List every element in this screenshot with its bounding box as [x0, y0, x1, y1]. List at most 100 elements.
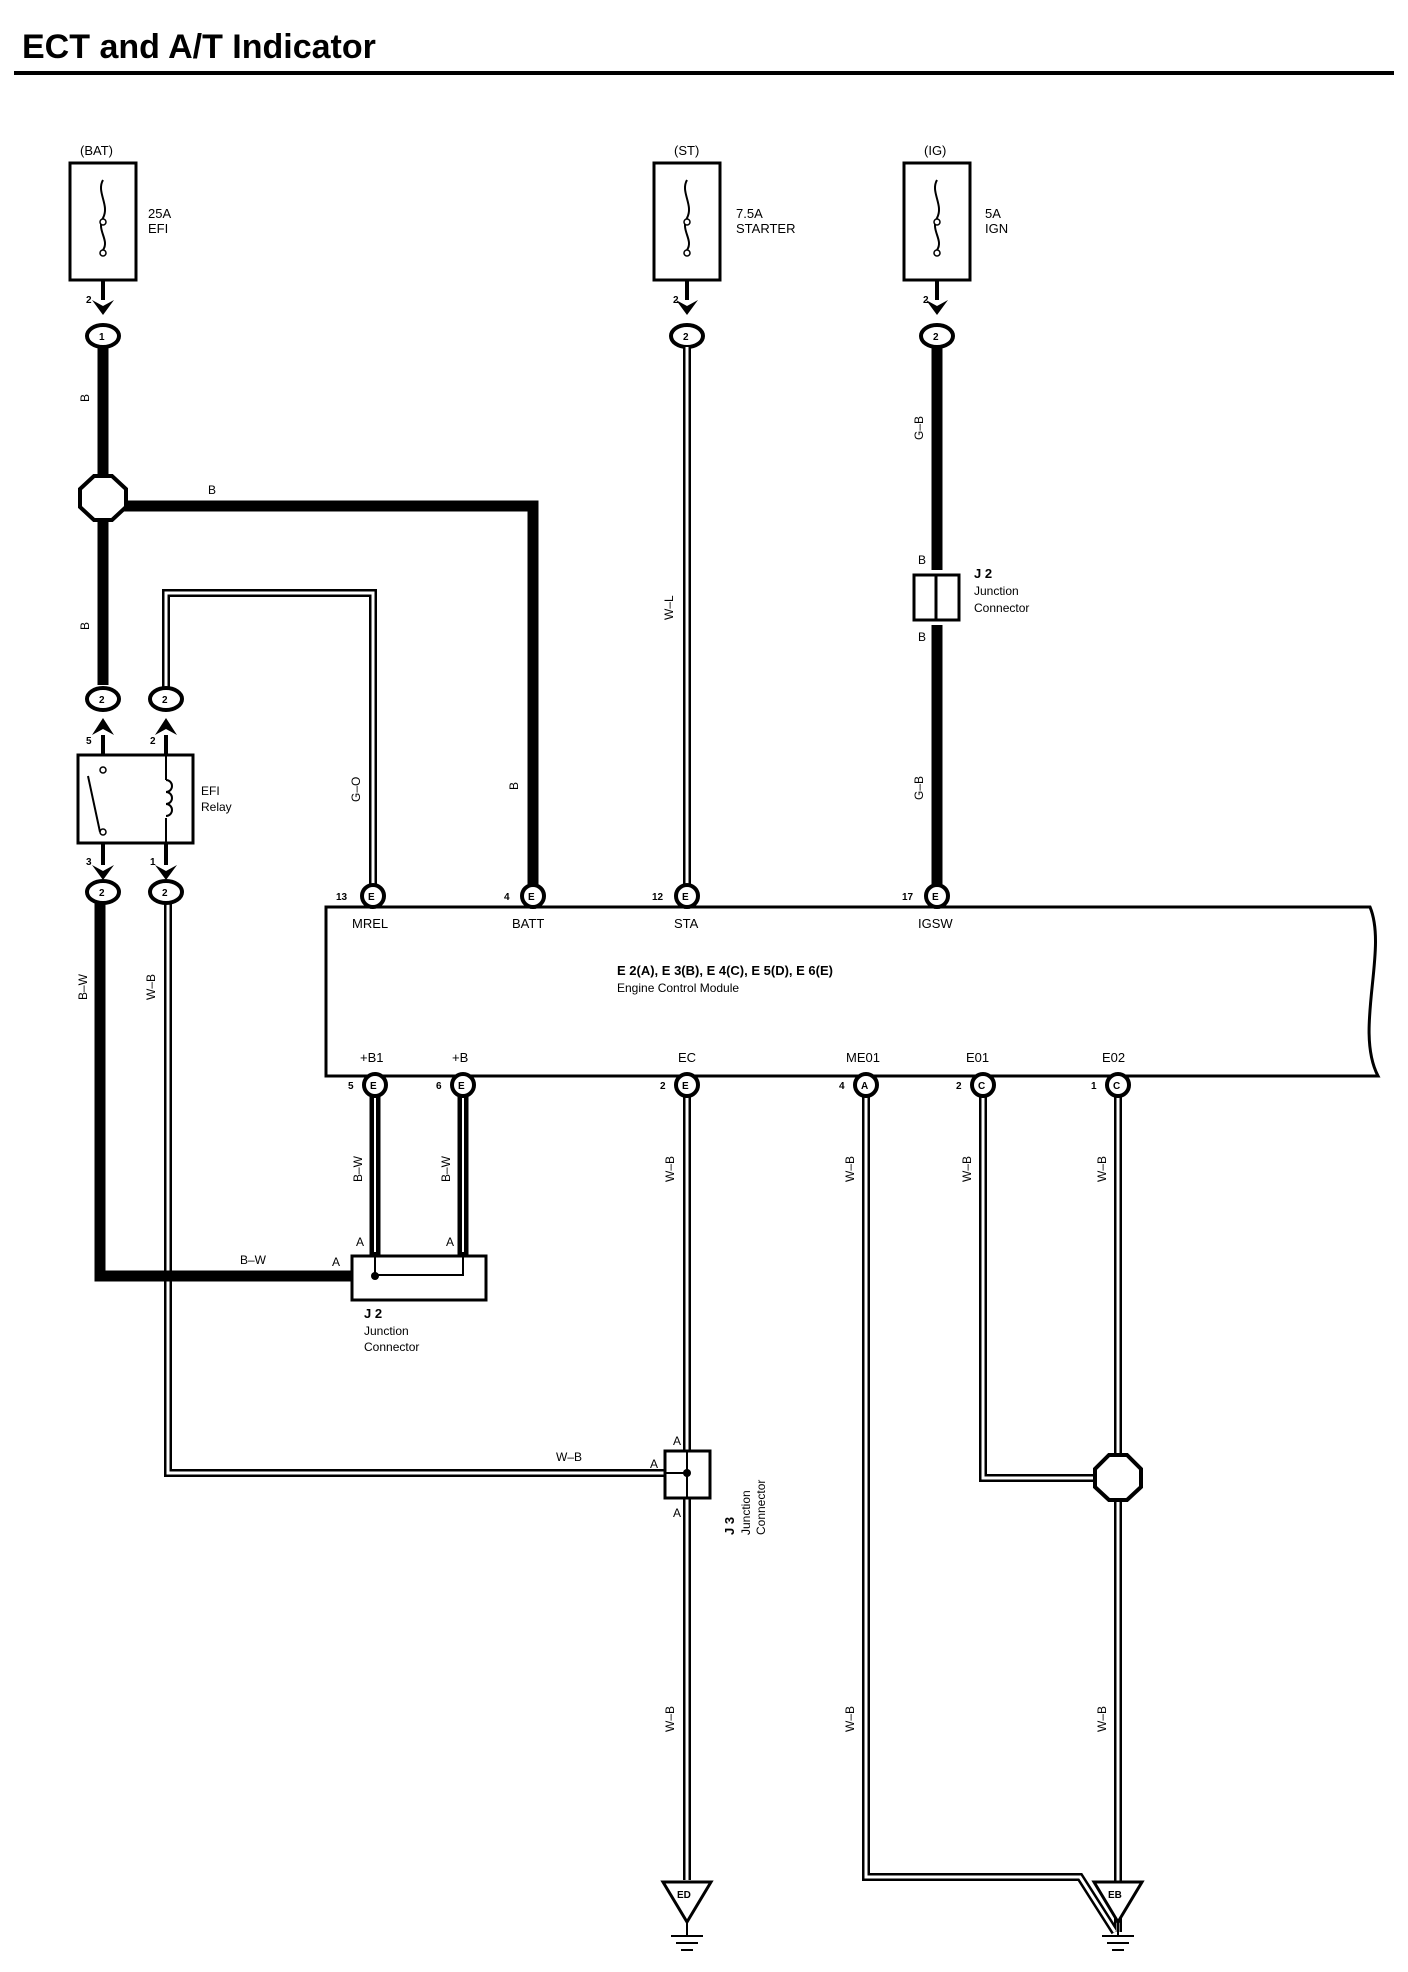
ground-ed: ED [660, 1880, 714, 1951]
relay-pin-in-switch: 5 [86, 736, 92, 747]
wire-label-me01-upper: W–B [843, 1156, 857, 1182]
efi-relay: 2 2 5 2 EFI Relay 3 1 2 2 [76, 686, 232, 905]
ecm-bot-b-num: 6 [436, 1081, 442, 1092]
ecm-bot-me01-label: ME01 [846, 1050, 880, 1065]
j2-ig-pin-top: B [918, 553, 926, 567]
fuse-efi-source: (BAT) [80, 143, 113, 158]
ground-eb-label: EB [1108, 1890, 1122, 1901]
fuse-starter-connector: 2 [683, 332, 689, 343]
relay-conn-in-coil: 2 [162, 695, 168, 706]
ecm-name: Engine Control Module [617, 981, 739, 995]
fuse-connectors: 1 2 2 [85, 323, 955, 349]
fuse-efi: (BAT) 25A EFI [68, 143, 171, 282]
relay-pin-out-switch: 3 [86, 857, 92, 868]
j3-pin-top: A [673, 1434, 681, 1448]
relay-pin-in-coil: 2 [150, 736, 156, 747]
splice-points [78, 474, 1143, 1502]
wire-label-e01: W–B [960, 1156, 974, 1182]
ecm-heading: E 2(A), E 3(B), E 4(C), E 5(D), E 6(E) [617, 963, 833, 978]
fuse-arrows [92, 280, 948, 315]
fuse-starter-pin: 2 [673, 295, 679, 306]
ecm-bot-b1-conn: E [370, 1081, 377, 1092]
j2-low-line1: Junction [364, 1324, 409, 1338]
ecm-top-batt-conn: E [528, 892, 535, 903]
wire-label-plus-b1: B–W [351, 1155, 365, 1182]
ground-ed-label: ED [677, 1890, 691, 1901]
wire-label-me01-lower: W–B [843, 1706, 857, 1732]
junction-j2-low: A A A J 2 Junction Connector [332, 1235, 488, 1354]
wire-layer [94, 347, 1122, 1935]
ecm-bot-b1-num: 5 [348, 1081, 354, 1092]
ecm-bot-e02-num: 1 [1091, 1081, 1097, 1092]
j2-ig-pin-bottom: B [918, 630, 926, 644]
wire-label-sta: W–L [662, 595, 676, 620]
fuse-starter-source: (ST) [674, 143, 699, 158]
relay-conn-in-switch: 2 [99, 695, 105, 706]
relay-conn-out-switch: 2 [99, 888, 105, 899]
wire-label-relay-3: B–W [76, 973, 90, 1000]
wire-label-e02-upper: W–B [1095, 1156, 1109, 1182]
j3-line2: Connector [754, 1480, 768, 1535]
wire-label-relay-1: W–B [144, 974, 158, 1000]
wire-label-j3-left: W–B [556, 1450, 582, 1464]
splice-ground [1093, 1453, 1143, 1502]
ecm-bot-e01-num: 2 [956, 1081, 962, 1092]
ecm-bot-e02-conn: C [1113, 1081, 1120, 1092]
ecm-bot-ec-conn: E [682, 1081, 689, 1092]
title-rule [14, 71, 1394, 75]
fuse-starter: (ST) 7.5A STARTER [652, 143, 795, 282]
j3-id: J 3 [722, 1517, 737, 1535]
j2-low-pin-a1: A [356, 1235, 364, 1249]
ecm-top-batt-label: BATT [512, 916, 544, 931]
ecm-top-mrel-label: MREL [352, 916, 388, 931]
junction-j3: A A A J 3 Junction Connector [650, 1434, 768, 1535]
ecm-bot-e02-label: E02 [1102, 1050, 1125, 1065]
j2-low-line2: Connector [364, 1340, 419, 1354]
ecm-bot-b1-label: +B1 [360, 1050, 384, 1065]
wire-label-plus-b: B–W [439, 1155, 453, 1182]
ecm-bot-me01-num: 4 [839, 1081, 845, 1092]
ecm-top-sta-conn: E [682, 892, 689, 903]
ground-eb: EB [1091, 1880, 1145, 1951]
wire-label-mrel: G–O [349, 777, 363, 802]
j2-ig-line2: Connector [974, 601, 1029, 615]
j2-ig-line1: Junction [974, 584, 1019, 598]
j3-line1: Junction [739, 1490, 753, 1535]
fuse-ign-name: IGN [985, 221, 1008, 236]
j3-pin-left: A [650, 1457, 658, 1471]
ecm-bot-b-label: +B [452, 1050, 468, 1065]
fuse-ign-pin: 2 [923, 295, 929, 306]
j2-low-pin-a2: A [446, 1235, 454, 1249]
relay-name-1: EFI [201, 784, 220, 798]
splice-bat [78, 474, 128, 522]
fuse-efi-rating: 25A [148, 206, 171, 221]
ecm-bot-ec-num: 2 [660, 1081, 666, 1092]
ecm-top-mrel-conn: E [368, 892, 375, 903]
wire-label-ig-lower: G–B [912, 776, 926, 800]
ecm-top-mrel-num: 13 [336, 892, 348, 903]
fuse-ign: (IG) 5A IGN [902, 143, 1008, 282]
wire-label-batt: B [507, 782, 521, 790]
relay-name-2: Relay [201, 800, 232, 814]
fuse-starter-name: STARTER [736, 221, 795, 236]
fuse-ign-source: (IG) [924, 143, 946, 158]
relay-pin-out-coil: 1 [150, 857, 156, 868]
wire-label-e02-lower: W–B [1095, 1706, 1109, 1732]
wire-label-ec-upper: W–B [663, 1156, 677, 1182]
page-title: ECT and A/T Indicator [22, 28, 376, 66]
fuse-ign-connector: 2 [933, 332, 939, 343]
ecm-bot-e01-label: E01 [966, 1050, 989, 1065]
ecm-top-igsw-conn: E [932, 892, 939, 903]
j2-low-pin-a3: A [332, 1255, 340, 1269]
ecm-top-batt-num: 4 [504, 892, 510, 903]
wire-label-bat-lower: B [78, 622, 92, 630]
fuse-ign-rating: 5A [985, 206, 1001, 221]
wire-label-ec-lower: W–B [663, 1706, 677, 1732]
j3-pin-bottom: A [673, 1506, 681, 1520]
j2-low-id: J 2 [364, 1306, 382, 1321]
ecm-bot-e01-conn: C [978, 1081, 985, 1092]
ecm-bot-me01-conn: A [861, 1081, 868, 1092]
junction-j2-ig: B B J 2 Junction Connector [912, 553, 1029, 644]
engine-control-module: E 2(A), E 3(B), E 4(C), E 5(D), E 6(E) E… [324, 883, 1381, 1098]
ecm-top-sta-num: 12 [652, 892, 664, 903]
